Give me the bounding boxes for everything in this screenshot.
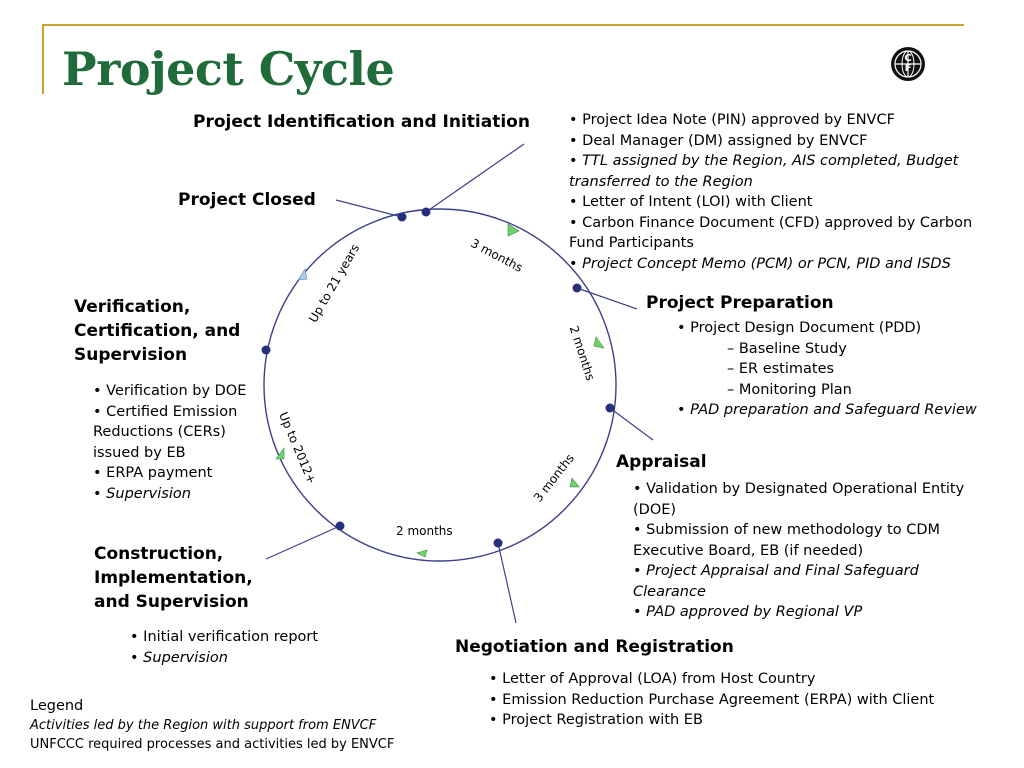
legend-region-led: Activities led by the Region with suppor… xyxy=(30,718,377,733)
title-frame-top xyxy=(42,24,964,26)
preparation-activity-item: PAD preparation and Safeguard Review xyxy=(677,400,1007,421)
negotiation-activity-item: Emission Reduction Purchase Agreement (E… xyxy=(489,690,1009,711)
appraisal-activity-item: PAD approved by Regional VP xyxy=(633,602,973,623)
appraisal-activity-item: Validation by Designated Operational Ent… xyxy=(633,479,973,520)
stage-title-preparation: Project Preparation xyxy=(646,293,834,313)
verification-activity-item: ERPA payment xyxy=(93,463,268,484)
appraisal-activity-item: Submission of new methodology to CDM Exe… xyxy=(633,520,973,561)
verification-activity-item: Supervision xyxy=(93,484,268,505)
stage-title-verification: Verification, Certification, and Supervi… xyxy=(74,297,241,365)
connector-closed xyxy=(335,199,403,218)
stage-title-identification: Project Identification and Initiation xyxy=(193,112,530,132)
arrow-identification-preparation xyxy=(507,223,520,237)
page-title: Project Cycle xyxy=(62,42,395,96)
negotiation-activity-item: Project Registration with EB xyxy=(489,710,1009,731)
connector-construction xyxy=(265,525,341,560)
arrow-construction-verification xyxy=(275,447,285,460)
arrow-preparation-appraisal xyxy=(593,336,605,349)
verification-activities: Verification by DOECertified Emission Re… xyxy=(93,381,268,504)
logo-letter-middle: F xyxy=(904,63,912,74)
preparation-activity-item: Project Design Document (PDD) xyxy=(677,318,1007,339)
identification-activity-item: Letter of Intent (LOI) with Client xyxy=(569,192,999,213)
duration-negotiation-construction: 2 months xyxy=(396,524,453,538)
identification-activity-item: Project Idea Note (PIN) approved by ENVC… xyxy=(569,110,999,131)
preparation-activity-item: ER estimates xyxy=(677,359,1007,380)
identification-activity-item: Deal Manager (DM) assigned by ENVCF xyxy=(569,131,999,152)
construction-activity-item: Initial verification report xyxy=(130,627,390,648)
node-negotiation xyxy=(493,538,503,548)
stage-title-appraisal: Appraisal xyxy=(616,452,707,472)
node-identification xyxy=(421,207,431,217)
arrow-negotiation-construction xyxy=(416,549,428,558)
negotiation-activity-item: Letter of Approval (LOA) from Host Count… xyxy=(489,669,1009,690)
node-appraisal xyxy=(605,403,615,413)
verification-activity-item: Certified Emission Reductions (CERs) iss… xyxy=(93,402,268,464)
title-frame-left xyxy=(42,24,44,94)
node-preparation xyxy=(572,283,582,293)
verification-activity-item: Verification by DOE xyxy=(93,381,268,402)
appraisal-activity-item: Project Appraisal and Final Safeguard Cl… xyxy=(633,561,973,602)
legend-title: Legend xyxy=(30,698,84,714)
node-closed xyxy=(397,212,407,222)
logo-letter-top: C xyxy=(904,53,912,64)
arrow-appraisal-negotiation xyxy=(569,477,580,488)
node-construction xyxy=(335,521,345,531)
cycle-circle xyxy=(263,208,617,562)
carbon-finance-logo-icon: C F xyxy=(888,44,928,84)
connector-preparation xyxy=(576,287,638,310)
logo-letters: C F xyxy=(888,44,928,84)
identification-activity-item: TTL assigned by the Region, AIS complete… xyxy=(569,151,999,192)
connector-negotiation xyxy=(497,542,517,624)
connector-identification xyxy=(425,143,525,213)
identification-activity-item: Project Concept Memo (PCM) or PCN, PID a… xyxy=(569,254,999,275)
stage-title-negotiation: Negotiation and Registration xyxy=(455,637,734,657)
construction-activities: Initial verification reportSupervision xyxy=(130,627,390,668)
identification-activities: Project Idea Note (PIN) approved by ENVC… xyxy=(569,110,999,274)
preparation-activity-item: Monitoring Plan xyxy=(677,380,1007,401)
preparation-activities: Project Design Document (PDD)Baseline St… xyxy=(677,318,1007,421)
appraisal-activities: Validation by Designated Operational Ent… xyxy=(633,479,973,623)
arrow-verification-closed xyxy=(297,268,308,281)
connector-appraisal xyxy=(609,407,654,441)
node-verification xyxy=(261,345,271,355)
stage-title-closed: Project Closed xyxy=(178,190,316,210)
legend-envcf-led: UNFCCC required processes and activities… xyxy=(30,737,395,752)
negotiation-activities: Letter of Approval (LOA) from Host Count… xyxy=(489,669,1009,731)
preparation-activity-item: Baseline Study xyxy=(677,339,1007,360)
identification-activity-item: Carbon Finance Document (CFD) approved b… xyxy=(569,213,999,254)
construction-activity-item: Supervision xyxy=(130,648,390,669)
stage-title-construction: Construction, Implementation, and Superv… xyxy=(94,544,253,612)
